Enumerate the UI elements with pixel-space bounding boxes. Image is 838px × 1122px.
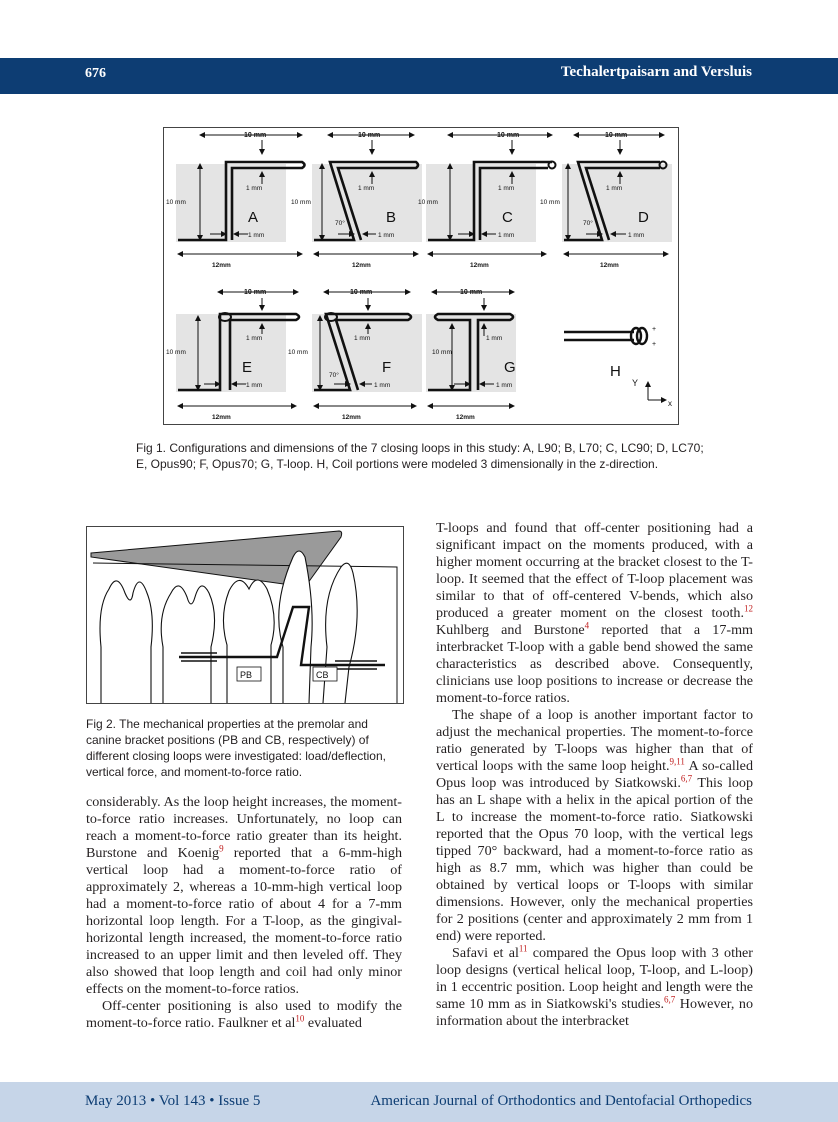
dim-bottom-d: 12mm [600, 262, 619, 269]
panel-label-d: D [638, 209, 649, 226]
reference[interactable]: 11 [518, 943, 528, 954]
dim-inner-c: 1 mm [498, 185, 514, 192]
svg-text:+: + [652, 341, 656, 348]
dim-gap-a: 1 mm [248, 232, 264, 239]
loop-panel-e: 10 mm 1 mm 10 mm E 1 mm 12mm [166, 289, 301, 421]
paragraph: T-loops and found that off-center positi… [436, 520, 753, 706]
dim-height-g: 10 mm [432, 349, 452, 356]
loop-panel-d: 10 mm 1 mm 10 mm 70° D 1 mm 12mm [540, 132, 672, 269]
dim-top-g: 10 mm [460, 289, 482, 296]
panel-label-b: B [386, 209, 396, 226]
reference[interactable]: 9 [219, 843, 224, 854]
axis-y-label: Y [632, 378, 638, 388]
bracket-labels: PB CB [236, 666, 338, 682]
dim-gap-d: 1 mm [628, 232, 644, 239]
reference[interactable]: 10 [295, 1013, 305, 1024]
paragraph: Safavi et al11 compared the Opus loop wi… [436, 943, 753, 1029]
dim-bottom-e: 12mm [212, 414, 231, 421]
panel-label-f: F [382, 359, 391, 376]
reference[interactable]: 4 [584, 620, 590, 631]
dim-bottom-b: 12mm [352, 262, 371, 269]
right-column-text: T-loops and found that off-center positi… [436, 520, 753, 1030]
bone-outline [90, 530, 398, 703]
archwire-with-loop [179, 605, 385, 670]
panel-label-g: G [504, 359, 516, 376]
dim-inner-f: 1 mm [354, 335, 370, 342]
dim-top-c: 10 mm [497, 132, 519, 139]
angle-b: 70° [335, 219, 345, 227]
svg-text:+: + [652, 326, 656, 333]
dim-inner-d: 1 mm [606, 185, 622, 192]
dim-height-e: 10 mm [166, 349, 186, 356]
dim-height-d: 10 mm [540, 199, 560, 206]
figure-2: PB CB [86, 526, 404, 704]
panel-label-h: H [610, 363, 621, 380]
bracket-label-cb: CB [316, 670, 329, 680]
loop-panel-b: 10 mm 1 mm 10 mm 70° B 1 mm 12mm [291, 132, 422, 269]
dim-gap-b: 1 mm [378, 232, 394, 239]
figure-1-caption: Fig 1. Configurations and dimensions of … [136, 441, 704, 471]
dim-gap-g: 1 mm [496, 382, 512, 389]
dim-bottom-g: 12mm [456, 414, 475, 421]
page-number: 676 [85, 66, 106, 81]
dim-inner-b: 1 mm [358, 185, 374, 192]
axis-x-label: x [668, 399, 672, 408]
dim-top-d: 10 mm [605, 132, 627, 139]
angle-f: 70° [329, 371, 339, 379]
dim-bottom-a: 12mm [212, 262, 231, 269]
reference[interactable]: 9,11 [669, 756, 685, 767]
dim-inner-a: 1 mm [246, 185, 262, 192]
dim-gap-f: 1 mm [374, 382, 390, 389]
loop-panel-f: 10 mm 1 mm 10 mm 70° F 1 mm 12mm [288, 289, 422, 421]
dim-gap-c: 1 mm [498, 232, 514, 239]
dim-height-f: 10 mm [288, 349, 308, 356]
running-footer: May 2013 • Vol 143 • Issue 5 American Jo… [0, 1082, 838, 1122]
dim-height-a: 10 mm [166, 199, 186, 206]
dim-top-f: 10 mm [350, 289, 372, 296]
dim-top-b: 10 mm [358, 132, 380, 139]
reference[interactable]: 6,7 [664, 994, 676, 1005]
panel-label-c: C [502, 209, 513, 226]
bracket-label-pb: PB [240, 670, 252, 680]
issue-info: May 2013 • Vol 143 • Issue 5 [85, 1093, 261, 1109]
left-column-text: considerably. As the loop height increas… [86, 794, 402, 1032]
dim-height-b: 10 mm [291, 199, 311, 206]
loop-panel-g: 10 mm 1 mm 10 mm G 1 mm 12mm [426, 289, 516, 421]
figure-1: 10 mm 1 mm 10 mm A 1 mm 12mm 10 mm 1 mm … [163, 127, 679, 425]
reference[interactable]: 6,7 [680, 773, 693, 784]
loop-panel-h: + + H Y x [564, 326, 672, 408]
dim-top-a: 10 mm [244, 132, 266, 139]
panel-label-a: A [248, 209, 258, 226]
dim-gap-e: 1 mm [246, 382, 262, 389]
paragraph: considerably. As the loop height increas… [86, 794, 403, 997]
running-authors: Techalertpaisarn and Versluis [560, 64, 752, 80]
dim-inner-g: 1 mm [486, 335, 502, 342]
dim-top-e: 10 mm [244, 289, 266, 296]
dim-height-c: 10 mm [418, 199, 438, 206]
panel-label-e: E [242, 359, 252, 376]
dim-bottom-f: 12mm [342, 414, 361, 421]
dim-bottom-c: 12mm [470, 262, 489, 269]
journal-name: American Journal of Orthodontics and Den… [370, 1093, 752, 1109]
loop-panel-a: 10 mm 1 mm 10 mm A 1 mm 12mm [166, 132, 306, 269]
paragraph: The shape of a loop is another important… [436, 707, 754, 944]
reference[interactable]: 12 [744, 603, 753, 614]
running-header: 676 Techalertpaisarn and Versluis [0, 58, 838, 94]
paragraph: Off-center positioning is also used to m… [86, 998, 402, 1031]
angle-d: 70° [583, 219, 593, 227]
loop-panel-c: 10 mm 1 mm 10 mm C 1 mm 12mm [418, 132, 557, 269]
figure-2-caption: Fig 2. The mechanical properties at the … [86, 717, 386, 779]
dim-inner-e: 1 mm [246, 335, 262, 342]
